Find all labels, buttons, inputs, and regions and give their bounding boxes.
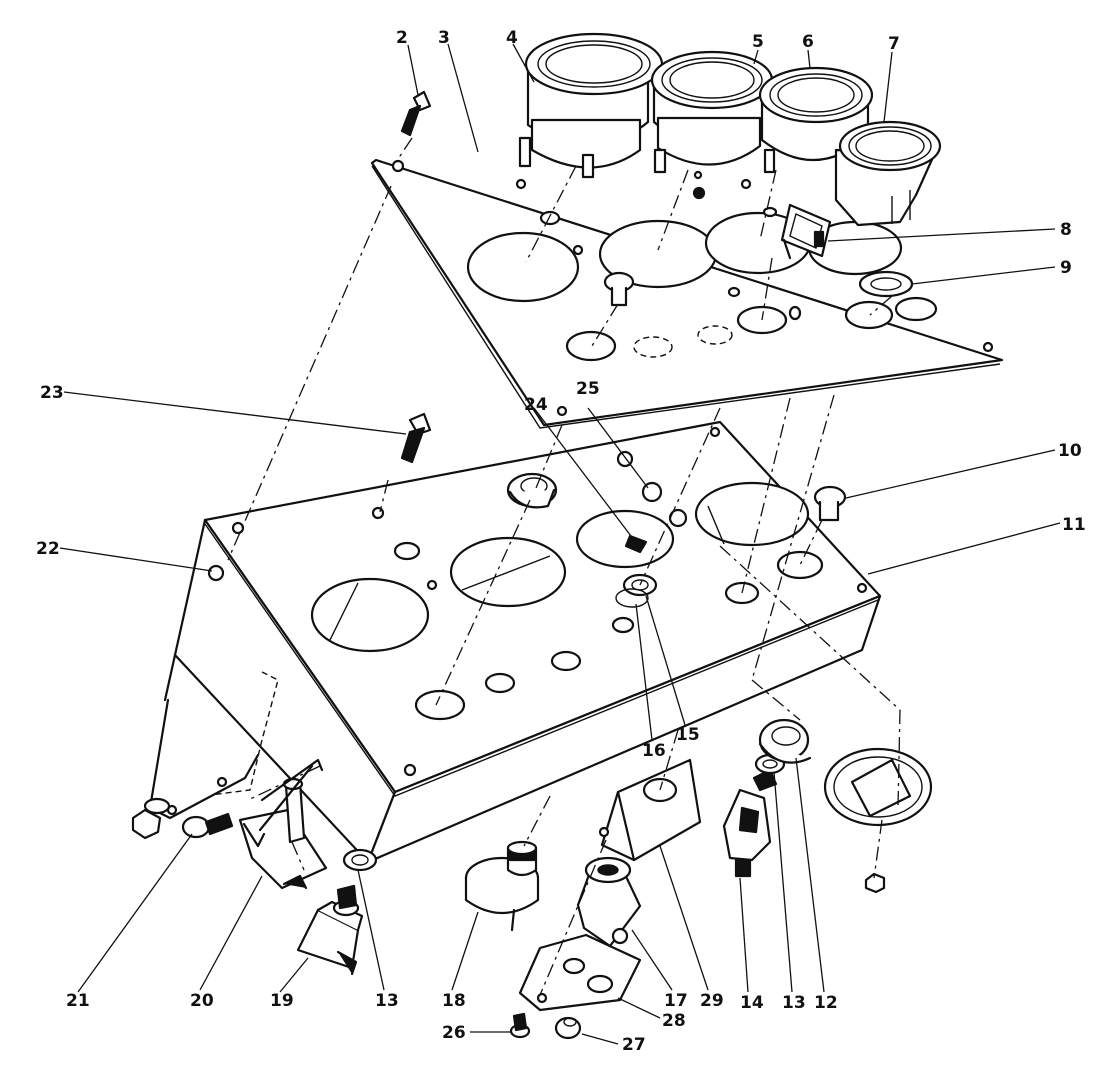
callout-2: 2 xyxy=(396,28,408,48)
callout-12: 12 xyxy=(814,993,838,1013)
callout-3: 3 xyxy=(438,28,450,48)
gauge-5 xyxy=(650,50,774,200)
callout-18: 18 xyxy=(442,991,466,1011)
callout-labels: 2 3 4 5 6 7 8 9 10 11 12 13 13 14 15 16 … xyxy=(36,28,1086,1055)
callout-17: 17 xyxy=(664,991,688,1011)
callout-23: 23 xyxy=(40,383,64,403)
callout-24: 24 xyxy=(524,395,548,415)
knob-27 xyxy=(554,1016,582,1040)
block-29 xyxy=(598,758,702,862)
callout-22: 22 xyxy=(36,539,60,559)
callout-29: 29 xyxy=(700,991,724,1011)
callout-9: 9 xyxy=(1060,258,1072,278)
plate-28 xyxy=(518,933,642,1012)
gauge-4 xyxy=(518,32,664,179)
switch-19 xyxy=(296,884,364,976)
lower-housing xyxy=(148,420,882,864)
screw-21 xyxy=(181,812,234,839)
switch-14 xyxy=(722,768,778,878)
switch-20 xyxy=(238,758,328,890)
callout-16: 16 xyxy=(642,741,666,761)
callout-14: 14 xyxy=(740,993,764,1013)
knob-10 xyxy=(813,485,847,522)
connector-17 xyxy=(576,856,642,948)
callout-8: 8 xyxy=(1060,220,1072,240)
knob-12 xyxy=(758,718,812,764)
callout-10: 10 xyxy=(1058,441,1082,461)
callout-13-left: 13 xyxy=(375,991,399,1011)
callout-19: 19 xyxy=(270,991,294,1011)
ring-nut-9 xyxy=(858,270,914,298)
centerlines xyxy=(227,137,901,996)
knob-10-upper xyxy=(603,271,635,307)
lens-bezel xyxy=(823,747,933,827)
upper-panel-plate xyxy=(370,158,1004,429)
gauge-7 xyxy=(834,120,942,227)
nut-washer-left xyxy=(131,797,171,840)
callout-15: 15 xyxy=(676,725,700,745)
callout-7: 7 xyxy=(888,34,900,54)
leader-lines xyxy=(59,43,1061,1045)
callout-20: 20 xyxy=(190,991,214,1011)
callout-11: 11 xyxy=(1062,515,1086,535)
callout-25: 25 xyxy=(576,379,600,399)
nut-bottom-right xyxy=(864,872,886,894)
key-switch-8 xyxy=(780,203,832,260)
rotary-switch-18 xyxy=(464,840,540,932)
nut-13-left xyxy=(342,848,378,872)
callout-28: 28 xyxy=(662,1011,686,1031)
callout-4: 4 xyxy=(506,28,518,48)
screw-2 xyxy=(400,90,432,137)
callout-26: 26 xyxy=(442,1023,466,1043)
screw-26 xyxy=(509,1012,531,1039)
callout-5: 5 xyxy=(752,32,764,52)
callout-6: 6 xyxy=(802,32,814,52)
callout-13-right: 13 xyxy=(782,993,806,1013)
callout-27: 27 xyxy=(622,1035,646,1055)
callout-21: 21 xyxy=(66,991,90,1011)
screw-23 xyxy=(400,412,432,464)
